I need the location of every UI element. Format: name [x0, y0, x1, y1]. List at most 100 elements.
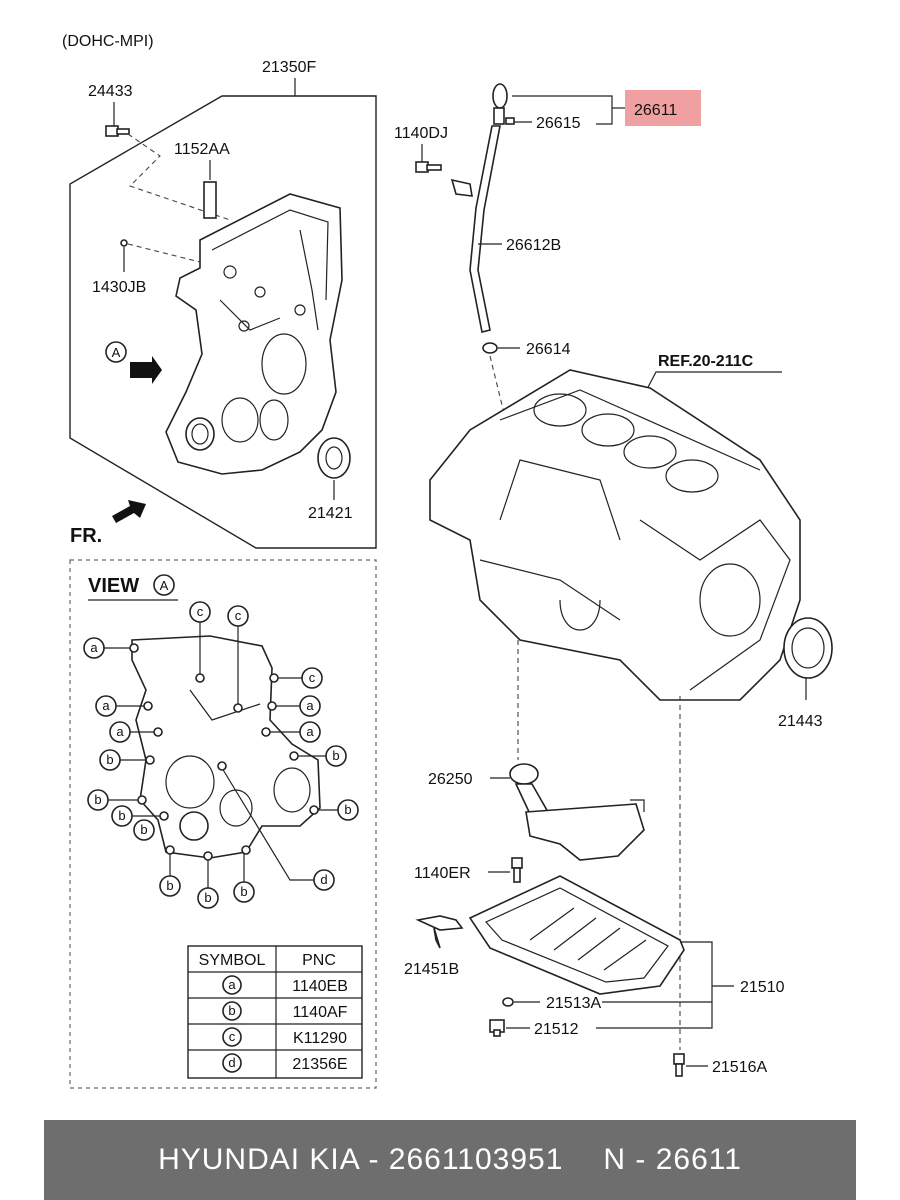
timing-cover-icon: [165, 193, 343, 475]
callout-a-right-1: a: [272, 695, 321, 717]
svg-text:b: b: [344, 802, 351, 817]
table-row-symbol: b: [228, 1003, 235, 1018]
timing-cover-group: 21350F 24433 1152AA 1430JB: [69, 59, 377, 549]
highlight-26611: [625, 90, 701, 126]
callout-b-bottom-1: b: [159, 852, 181, 897]
table-row-pnc: 21356E: [292, 1056, 347, 1073]
callout-b-right-2: b: [316, 799, 359, 821]
svg-text:b: b: [332, 748, 339, 763]
table-header-symbol: SYMBOL: [199, 952, 266, 969]
label-21512: 21512: [534, 1021, 579, 1038]
callout-b-bottom-3: b: [233, 852, 255, 903]
table-row-pnc: 1140EB: [292, 978, 348, 995]
bolt-21516A-icon: [673, 1053, 685, 1077]
label-21516A: 21516A: [712, 1059, 767, 1076]
label-21513A: 21513A: [546, 995, 601, 1012]
dipstick-tube-icon: [469, 125, 501, 333]
svg-text:b: b: [94, 792, 101, 807]
label-21443: 21443: [778, 713, 823, 730]
table-row-symbol: d: [228, 1055, 235, 1070]
label-26612B: 26612B: [506, 237, 561, 254]
bolt-1140DJ-icon: [415, 161, 442, 173]
oil-pan-icon: [468, 875, 685, 995]
symbol-table: SYMBOL PNC a 1140EB b 1140AF c K11290 d …: [187, 945, 363, 1079]
engine-variant-label: (DOHC-MPI): [62, 33, 154, 50]
label-21451B: 21451B: [404, 961, 459, 978]
svg-text:b: b: [204, 890, 211, 905]
dipstick-handle-icon: [492, 83, 515, 125]
table-row-pnc: K11290: [293, 1030, 347, 1047]
label-21350F: 21350F: [262, 59, 316, 76]
bolt-1140ER-icon: [511, 857, 523, 883]
sensor-21451B-icon: [415, 915, 464, 949]
view-a-panel: VIEW A a a a a a: [69, 559, 377, 1089]
svg-text:b: b: [140, 822, 147, 837]
callout-b-left-1: b: [99, 749, 148, 771]
svg-text:a: a: [116, 724, 124, 739]
label-26611: 26611: [634, 102, 677, 119]
callout-b-left-4: b: [133, 819, 155, 841]
table-row-symbol: a: [228, 977, 236, 992]
svg-text:b: b: [118, 808, 125, 823]
view-a-arrow-icon: [130, 356, 162, 384]
table-header-pnc: PNC: [302, 952, 336, 969]
svg-text:b: b: [166, 878, 173, 893]
engine-block-icon: REF.20-211C 21443: [429, 353, 833, 730]
label-26250: 26250: [428, 771, 473, 788]
callout-a-left-1: a: [83, 637, 132, 659]
svg-text:c: c: [235, 608, 242, 623]
callout-b-left-2: b: [87, 789, 140, 811]
stud-1152AA-icon: [203, 181, 217, 219]
label-1140DJ: 1140DJ: [394, 125, 448, 142]
callout-c-2: c: [227, 605, 249, 706]
callout-b-left-3: b: [111, 805, 162, 827]
label-1430JB: 1430JB: [92, 279, 146, 296]
front-label: FR.: [70, 525, 102, 547]
svg-text:a: a: [102, 698, 110, 713]
callout-b-bottom-2: b: [197, 858, 219, 909]
callout-d: d: [221, 767, 335, 891]
svg-text:a: a: [306, 698, 314, 713]
bolt-24433-icon: [105, 125, 130, 137]
callout-c-3: c: [276, 667, 323, 689]
svg-text:a: a: [90, 640, 98, 655]
svg-text:b: b: [106, 752, 113, 767]
view-letter-circle-icon: [153, 574, 175, 596]
label-1140ER: 1140ER: [414, 865, 471, 882]
label-21510: 21510: [740, 979, 785, 996]
svg-text:d: d: [320, 872, 327, 887]
pin-1430JB-icon: [120, 239, 128, 247]
callout-a-left-2: a: [95, 695, 146, 717]
view-a-marker-label: A: [112, 345, 121, 360]
oil-strainer-icon: 26250: [428, 763, 645, 861]
view-a-marker-icon: [105, 341, 127, 363]
callout-a-right-2: a: [268, 721, 321, 743]
washer-21513A-icon: [502, 997, 514, 1007]
label-26615: 26615: [536, 115, 581, 132]
view-title: VIEW: [88, 575, 139, 597]
label-ref: REF.20-211C: [658, 353, 754, 370]
seal-21421-icon: [317, 437, 351, 479]
svg-text:c: c: [197, 604, 204, 619]
label-21421: 21421: [308, 505, 353, 522]
view-letter: A: [160, 578, 169, 593]
svg-text:c: c: [309, 670, 316, 685]
front-arrow-icon: [112, 500, 146, 523]
footer-ref: N - 26611: [603, 1143, 742, 1176]
drain-plug-21512-icon: [489, 1019, 505, 1037]
footer-banner: HYUNDAI KIA - 2661103951 N - 26611: [44, 1120, 856, 1200]
label-1152AA: 1152AA: [174, 141, 230, 158]
svg-text:b: b: [240, 884, 247, 899]
callout-a-left-3: a: [109, 721, 156, 743]
callout-c-1: c: [189, 601, 211, 676]
svg-text:a: a: [306, 724, 314, 739]
table-row-pnc: 1140AF: [293, 1004, 348, 1021]
label-24433: 24433: [88, 83, 133, 100]
label-26614: 26614: [526, 341, 571, 358]
dipstick-group: 26611 26615 1140DJ 26612B 26614: [394, 83, 701, 561]
callout-b-right-1: b: [296, 745, 347, 767]
oring-26614-icon: [482, 342, 498, 354]
timing-cover-back-icon: [131, 635, 321, 859]
footer-part-number: HYUNDAI KIA - 2661103951: [158, 1143, 564, 1176]
